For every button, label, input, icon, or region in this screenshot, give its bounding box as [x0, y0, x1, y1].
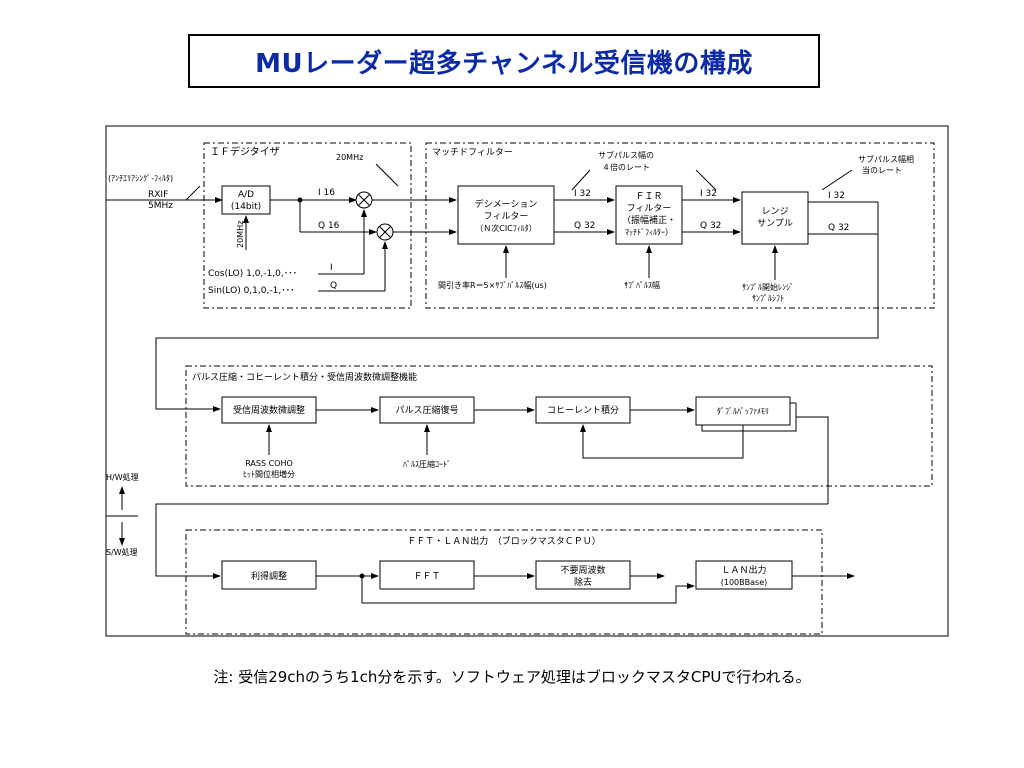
- sw-label: S/W処理: [106, 547, 138, 557]
- cos-lo-label: Cos(LO) 1,0,-1,0,･･･: [208, 269, 297, 279]
- bypass-route: [361, 576, 695, 604]
- matched-filter-label: マッチドフィルター: [432, 147, 513, 158]
- fir-label-3: （振幅補正・: [622, 214, 676, 226]
- range-sample-label-2: サンプル: [757, 218, 793, 229]
- pulse-comp-label: パルス圧縮復号: [395, 404, 458, 416]
- buffer-feedback-arrow: [580, 424, 744, 459]
- hit-phase-label: ﾋｯﾄ間位相増分: [243, 469, 295, 479]
- rass-coho-label: RASS COHO: [245, 459, 293, 468]
- rxif-label: RXIF: [148, 190, 168, 200]
- pulse-compression-label: パルス圧縮・コヒーレント積分・受信周波数微調整機能: [192, 371, 417, 383]
- hw-label: H/W処理: [106, 472, 139, 482]
- clock-pointer-line: [375, 163, 399, 187]
- rate-pointer-line: [821, 169, 853, 191]
- unneeded-freq-label-2: 除去: [574, 576, 592, 588]
- freq-adjust-label: 受信周波数微調整: [233, 404, 305, 416]
- if-digitizer-section: [203, 142, 412, 309]
- lan-output-label-2: (100BBase): [721, 578, 767, 587]
- unneeded-freq-label-1: 不要周波数: [560, 564, 605, 576]
- lan-output-box: [695, 560, 793, 590]
- i32-decim-label: I 32: [574, 189, 591, 199]
- rate-note-1: サブパルス幅相: [858, 154, 914, 164]
- route-to-gain: [155, 503, 828, 579]
- subpulse-rate-label-2: ４倍のレート: [602, 162, 650, 172]
- range-sample-note-2: ｻﾝﾌﾟﾙｼﾌﾄ: [752, 294, 784, 303]
- ad-bits-label: (14bit): [231, 202, 261, 212]
- double-buffer-label: ﾀﾞﾌﾞﾙﾊﾞｯﾌｧﾒﾓﾘ: [717, 407, 769, 416]
- fft-lan-section: [185, 529, 823, 635]
- fir-label-2: フィルター: [627, 203, 672, 214]
- clock-20mhz-ad: 20MHz: [236, 221, 245, 248]
- lan-output-label-1: ＬＡＮ出力: [721, 564, 766, 576]
- fir-label-4: ﾏｯﾁﾄﾞﾌｨﾙﾀｰ）: [625, 228, 673, 237]
- i16-label: I 16: [318, 188, 335, 198]
- q32-fir-label: Q 32: [700, 221, 721, 231]
- rxif-5mhz-label: 5MHz: [148, 201, 173, 211]
- sin-lo-label: Sin(LO) 0,1,0,-1,･･･: [208, 286, 295, 296]
- diagram-frame: [105, 125, 949, 637]
- rxif-pointer-line: [185, 185, 201, 201]
- ad-label: A/D: [238, 190, 254, 200]
- decimation-rate-note: 間引き率R＝5×ｻﾌﾞﾊﾟﾙｽ幅(us): [438, 280, 547, 290]
- page-title: MUレーダー超多チャンネル受信機の構成: [255, 48, 753, 79]
- fir-label-1: ＦＩＲ: [635, 192, 662, 202]
- i32-fir-label: I 32: [700, 189, 717, 199]
- if-digitizer-label: ＩＦデジタイザ: [210, 145, 280, 158]
- double-buffer-box: [695, 396, 791, 426]
- subpulse-pointer-right: [695, 169, 717, 191]
- fir-filter-box: [615, 185, 683, 245]
- q-lo-label: Q: [330, 281, 337, 291]
- pulse-compression-section: [185, 365, 933, 487]
- decimation-label-3: （Ｎ次CICﾌｨﾙﾀ）: [475, 223, 537, 233]
- gain-adjust-box: [221, 560, 317, 590]
- pulse-comp-code-label: ﾊﾟﾙｽ圧縮ｺｰﾄﾞ: [403, 459, 451, 469]
- hw-sw-divider-route: [796, 416, 829, 504]
- title-box: MUレーダー超多チャンネル受信機の構成: [188, 34, 820, 88]
- footnote: 注: 受信29chのうち1ch分を示す。ソフトウェア処理はブロックマスタCPUで…: [213, 668, 811, 686]
- fft-label: ＦＦＴ: [413, 572, 440, 582]
- fft-box: [379, 560, 475, 590]
- subpulse-pointer-left: [571, 169, 591, 191]
- gain-adjust-label: 利得調整: [251, 570, 287, 582]
- fft-lan-label: ＦＦＴ・ＬＡＮ出力 （ブロックマスタＣＰＵ）: [407, 535, 601, 547]
- i-lo-label: I: [330, 263, 333, 273]
- q16-label: Q 16: [318, 221, 340, 231]
- decimation-label-1: デシメーション: [475, 198, 538, 210]
- antialias-filter-label: (ｱﾝﾁｴﾘｱｼﾝｸﾞ-ﾌｨﾙﾀ): [108, 174, 173, 183]
- matched-filter-section: [425, 142, 935, 309]
- q32-decim-label: Q 32: [574, 221, 595, 231]
- i32-range-label: I 32: [828, 191, 845, 201]
- range-sample-note-1: ｻﾝﾌﾟﾙ開始ﾚﾝｼﾞ: [742, 282, 794, 292]
- clock-20mhz-top: 20MHz: [336, 153, 363, 162]
- subpulse-rate-label-1: サブパルス幅の: [598, 150, 654, 160]
- coherent-int-label: コヒーレント積分: [547, 404, 619, 416]
- rate-note-2: 当のレート: [862, 165, 902, 175]
- fir-subpulse-note: ｻﾌﾞﾊﾟﾙｽ幅: [624, 280, 660, 290]
- range-sample-label-1: レンジ: [761, 207, 788, 217]
- unneeded-freq-box: [535, 560, 631, 590]
- coherent-int-box: [535, 396, 631, 424]
- decimation-filter-box: [457, 185, 555, 245]
- route-to-freq-adjust: [155, 202, 879, 412]
- q32-range-label: Q 32: [828, 223, 849, 233]
- range-sample-box: [741, 191, 809, 245]
- decimation-label-2: フィルター: [484, 211, 529, 222]
- pulse-comp-box: [379, 396, 475, 424]
